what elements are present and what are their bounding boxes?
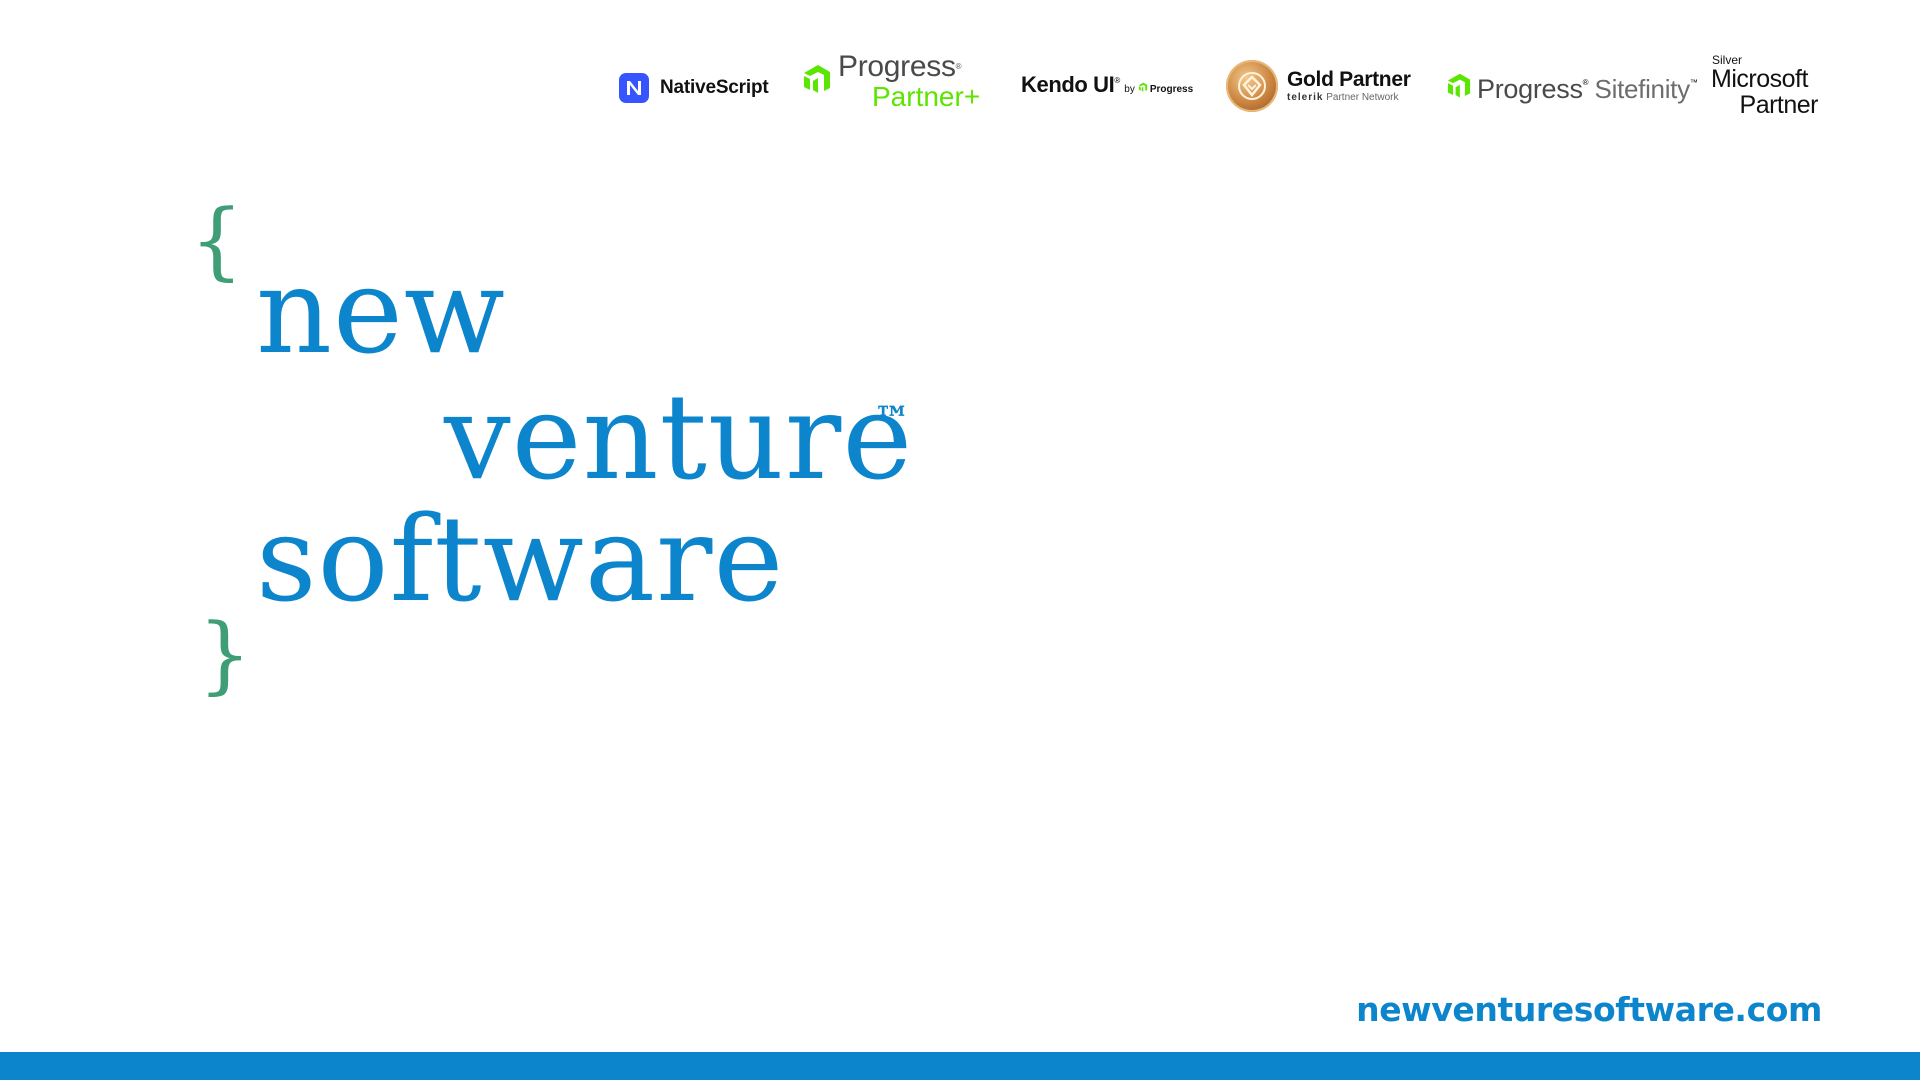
progress-mark-icon — [802, 63, 832, 102]
progress-mark-icon — [1446, 72, 1472, 106]
microsoft-level: Silver — [1712, 53, 1743, 67]
sitefinity-product: Sitefinity — [1594, 73, 1691, 104]
progress-partner-plus-logo: Progress® Partner+ — [802, 52, 980, 112]
closing-brace: } — [198, 605, 252, 703]
progress-sitefinity-logo: Progress ® Sitefinity ™ — [1446, 72, 1698, 106]
kendo-by-label: by — [1124, 83, 1135, 95]
nativescript-name: NativeScript — [660, 77, 769, 98]
kendo-ui-logo: Kendo UI ® by Progress — [1021, 72, 1193, 98]
nativescript-n-icon — [619, 73, 649, 103]
wordmark-venture: venture — [444, 368, 914, 506]
website-link[interactable]: newventuresoftware.com — [1356, 990, 1822, 1029]
registered-mark: ® — [1114, 75, 1121, 85]
kendo-progress-company: Progress — [1149, 83, 1194, 95]
partner-network-label: Partner Network — [1326, 92, 1399, 103]
wordmark-software: software — [256, 490, 785, 628]
registered-mark: ® — [1582, 77, 1589, 87]
partner-plus-tier: Partner+ — [872, 81, 981, 112]
wordmark-new: new — [256, 242, 506, 380]
gold-partner-title: Gold Partner — [1287, 68, 1411, 91]
progress-mark-icon — [1138, 80, 1148, 98]
progress-brand: Progress — [1477, 73, 1583, 104]
kendo-ui-name: Kendo UI — [1021, 72, 1115, 97]
gold-partner-logo: Gold Partner telerik Partner Network — [1226, 60, 1411, 112]
registered-mark: ® — [955, 62, 962, 71]
microsoft-silver-partner-logo: Silver Microsoft Partner — [1711, 53, 1821, 118]
progress-brand: Progress — [838, 50, 956, 83]
nativescript-logo: NativeScript — [619, 72, 769, 104]
trademark-mark: ™ — [1689, 77, 1698, 87]
telerik-brand: telerik — [1287, 92, 1324, 103]
microsoft-name: Microsoft — [1711, 65, 1808, 93]
partner-logos-strip: NativeScript Progress® Partner+ Kendo UI… — [0, 0, 1920, 150]
gold-medal-icon — [1226, 60, 1278, 112]
microsoft-tier: Partner — [1739, 91, 1819, 119]
bottom-accent-bar — [0, 1052, 1920, 1080]
wordmark-trademark: ™ — [874, 399, 910, 441]
opening-brace: { — [190, 191, 244, 289]
